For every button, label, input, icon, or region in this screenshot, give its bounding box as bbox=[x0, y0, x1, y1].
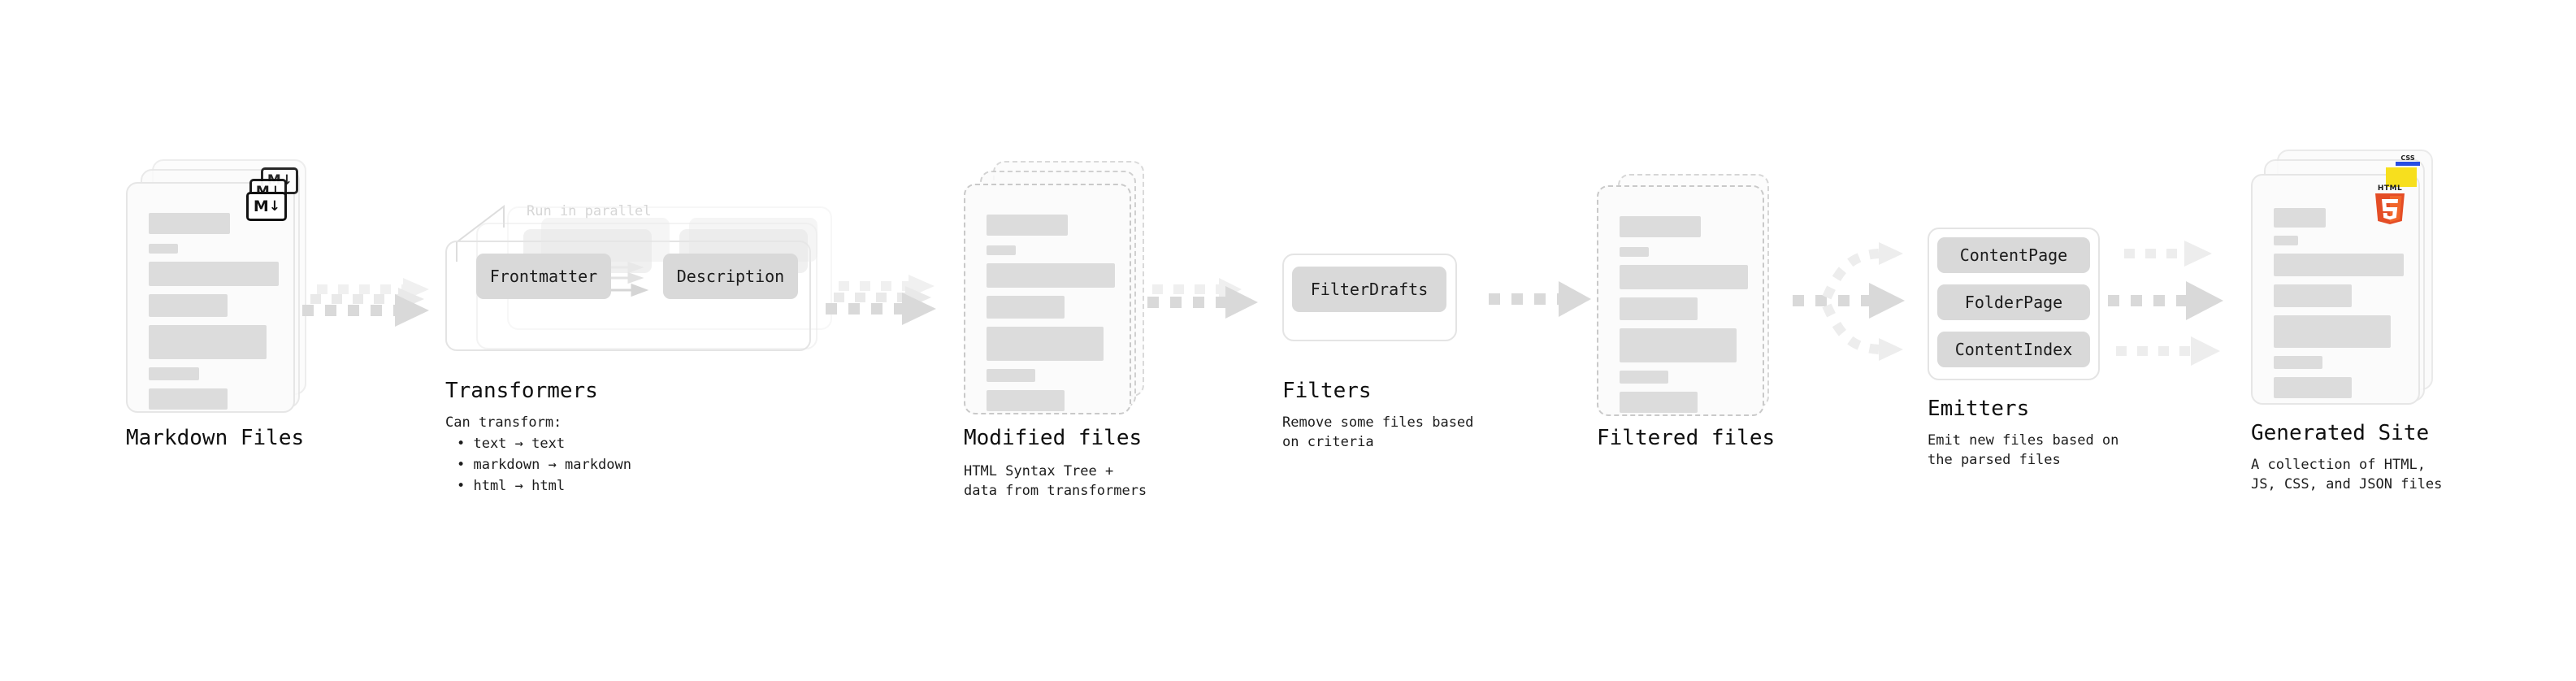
site-card-content bbox=[2253, 176, 2418, 403]
card-bar bbox=[149, 325, 267, 359]
markdown-files-title: Markdown Files bbox=[126, 426, 305, 450]
card-bar bbox=[1620, 265, 1748, 289]
card-bar bbox=[1620, 216, 1701, 237]
transformer-pill-frontmatter[interactable]: Frontmatter bbox=[476, 254, 611, 299]
arrow-transformers-to-modified bbox=[826, 275, 936, 325]
generated-site-subtitle: A collection of HTML, JS, CSS, and JSON … bbox=[2251, 457, 2443, 493]
markdown-card-content bbox=[128, 184, 293, 411]
modified-card-front bbox=[964, 184, 1131, 414]
card-bar bbox=[2274, 315, 2391, 348]
arrow-modified-to-filters bbox=[1147, 278, 1258, 319]
card-bar bbox=[149, 262, 279, 286]
transformers-bullet-2: • html → html bbox=[457, 478, 566, 494]
css3-icon: CSS bbox=[2396, 154, 2420, 166]
arrow-filtered-to-emitters bbox=[1793, 242, 1905, 361]
card-bar bbox=[987, 215, 1068, 236]
arrow-emitters-to-site bbox=[2108, 241, 2223, 366]
md-arrow: ↓ bbox=[268, 197, 280, 215]
transformer-pill-description[interactable]: Description bbox=[663, 254, 798, 299]
md-letter: M bbox=[253, 197, 269, 215]
site-card-front bbox=[2251, 174, 2420, 405]
card-bar bbox=[149, 367, 199, 380]
filtered-card-content bbox=[1598, 187, 1763, 414]
svg-text:HTML: HTML bbox=[2378, 184, 2402, 193]
card-bar bbox=[149, 388, 228, 410]
filtered-files-title: Filtered files bbox=[1597, 426, 1776, 450]
filters-subtitle: Remove some files based on criteria bbox=[1282, 414, 1474, 451]
card-bar bbox=[987, 390, 1065, 411]
card-bar bbox=[987, 327, 1104, 361]
html5-icon: HTML bbox=[2375, 184, 2405, 224]
filter-pill-filterdrafts[interactable]: FilterDrafts bbox=[1292, 267, 1446, 312]
emitter-pill-contentpage[interactable]: ContentPage bbox=[1937, 237, 2090, 273]
js-icon bbox=[2386, 167, 2417, 187]
markdown-files-stack: M↓ M↓ M↓ bbox=[126, 159, 306, 414]
svg-text:CSS: CSS bbox=[2400, 154, 2414, 162]
modified-files-title: Modified files bbox=[964, 426, 1143, 450]
card-bar bbox=[2274, 377, 2352, 398]
emitters-subtitle: Emit new files based on the parsed files bbox=[1928, 432, 2119, 469]
filtered-card-front bbox=[1597, 185, 1764, 416]
emitter-pill-contentindex[interactable]: ContentIndex bbox=[1937, 332, 2090, 367]
emitters-title: Emitters bbox=[1928, 397, 2030, 421]
card-bar bbox=[149, 244, 178, 254]
card-bar bbox=[1620, 328, 1737, 362]
card-bar bbox=[2274, 254, 2404, 276]
generated-site-stack: CSS HTML bbox=[2251, 150, 2438, 413]
filters-box bbox=[1282, 254, 1457, 341]
modified-files-stack bbox=[964, 161, 1144, 416]
generated-site-title: Generated Site bbox=[2251, 421, 2430, 445]
card-bar bbox=[2274, 284, 2352, 307]
card-bar bbox=[2274, 236, 2298, 245]
arrow-filters-to-filtered bbox=[1489, 281, 1591, 317]
arrow-markdown-to-transformers bbox=[302, 278, 429, 327]
markdown-badge-front: M↓ bbox=[246, 192, 287, 221]
markdown-card-front bbox=[126, 182, 295, 413]
card-bar bbox=[987, 369, 1035, 382]
modified-files-subtitle: HTML Syntax Tree + data from transformer… bbox=[964, 463, 1147, 500]
emitter-pill-folderpage[interactable]: FolderPage bbox=[1937, 284, 2090, 320]
transformers-group: Frontmatter Description bbox=[445, 206, 832, 371]
card-bar bbox=[987, 296, 1065, 319]
filters-title: Filters bbox=[1282, 379, 1372, 403]
card-bar bbox=[1620, 297, 1698, 320]
filtered-files-stack bbox=[1597, 174, 1776, 427]
card-bar bbox=[2274, 356, 2322, 369]
transformers-bullet-0: • text → text bbox=[457, 436, 566, 452]
card-bar bbox=[149, 213, 230, 234]
run-in-parallel-label: Run in parallel bbox=[527, 203, 652, 219]
emitters-box bbox=[1928, 228, 2100, 380]
modified-card-content bbox=[965, 185, 1130, 413]
card-bar bbox=[1620, 392, 1698, 413]
transformers-bullet-1: • markdown → markdown bbox=[457, 457, 631, 473]
transformers-title: Transformers bbox=[445, 379, 598, 403]
card-bar bbox=[1620, 371, 1668, 384]
card-bar bbox=[987, 245, 1016, 255]
transformers-subtitle: Can transform: bbox=[445, 414, 562, 431]
card-bar bbox=[1620, 247, 1649, 257]
card-bar bbox=[2274, 208, 2326, 228]
card-bar bbox=[987, 263, 1115, 288]
card-bar bbox=[149, 294, 228, 317]
